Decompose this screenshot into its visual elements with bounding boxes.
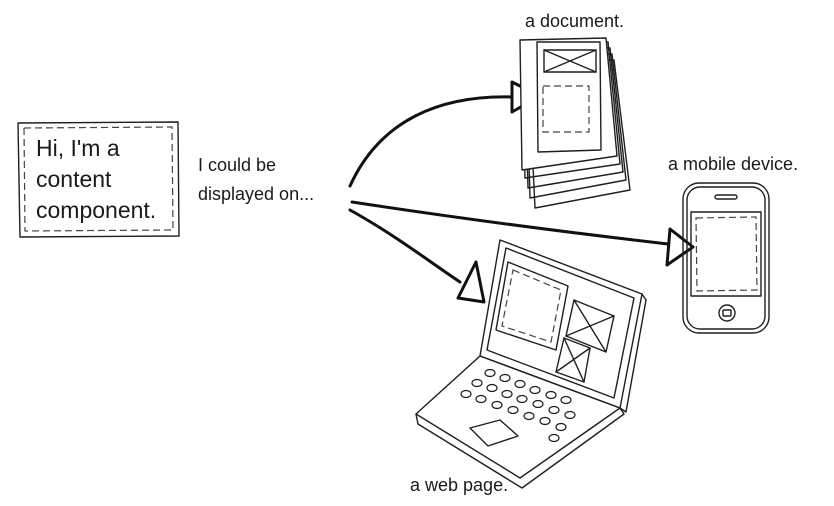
component-line-2: content xyxy=(36,166,112,192)
arrow-to-document xyxy=(348,80,542,188)
connector-line-2: displayed on... xyxy=(198,184,315,204)
arrow-to-mobile xyxy=(350,200,695,267)
laptop-icon xyxy=(415,239,647,489)
document-stack-icon xyxy=(519,37,631,209)
connector-text: I could be displayed on... xyxy=(198,151,314,209)
content-component-text: Hi, I'm a content component. xyxy=(36,133,156,226)
document-label: a document. xyxy=(525,11,625,31)
web-label: a web page. xyxy=(410,475,509,495)
component-line-3: component. xyxy=(36,197,157,223)
mobile-label: a mobile device. xyxy=(668,154,799,174)
component-line-1: Hi, I'm a xyxy=(36,135,120,161)
content-component-box xyxy=(17,121,180,238)
connector-line-1: I could be xyxy=(198,155,277,175)
arrow-to-web xyxy=(348,208,486,304)
mobile-phone-icon xyxy=(682,182,770,334)
